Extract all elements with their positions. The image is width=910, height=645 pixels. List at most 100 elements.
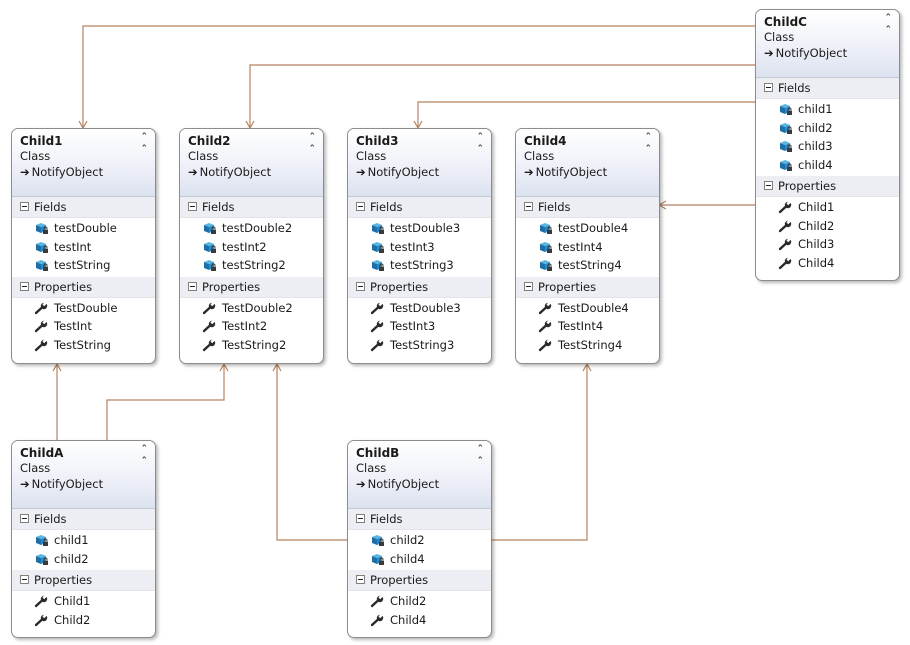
fields-section-header[interactable]: Fields xyxy=(348,509,491,530)
property-item[interactable]: TestDouble2 xyxy=(180,299,323,318)
properties-section-header[interactable]: Properties xyxy=(12,570,155,591)
property-item[interactable]: TestDouble4 xyxy=(516,299,659,318)
property-item[interactable]: Child2 xyxy=(756,217,899,236)
field-icon xyxy=(200,241,218,254)
field-item[interactable]: child1 xyxy=(756,100,899,119)
property-item[interactable]: TestString2 xyxy=(180,336,323,355)
properties-section-header[interactable]: Properties xyxy=(180,276,323,298)
property-wrench-icon xyxy=(32,613,50,627)
field-item[interactable]: testString xyxy=(12,256,155,275)
property-item[interactable]: TestInt xyxy=(12,317,155,336)
property-item[interactable]: Child4 xyxy=(348,611,491,630)
collapse-toggle-icon[interactable] xyxy=(188,202,197,211)
field-item[interactable]: testString2 xyxy=(180,256,323,275)
property-name: TestDouble2 xyxy=(222,300,293,315)
field-icon xyxy=(32,534,50,547)
field-name: testDouble2 xyxy=(222,221,293,235)
base-class: ➔NotifyObject xyxy=(20,164,147,181)
property-item[interactable]: Child2 xyxy=(348,592,491,611)
field-item[interactable]: child1 xyxy=(12,531,155,550)
field-item[interactable]: child2 xyxy=(756,119,899,138)
collapse-toggle-icon[interactable] xyxy=(764,181,773,190)
field-item[interactable]: testInt3 xyxy=(348,238,491,257)
properties-section-header[interactable]: Properties xyxy=(348,570,491,591)
properties-section-header[interactable]: Properties xyxy=(12,276,155,298)
collapse-toggle-icon[interactable] xyxy=(764,83,773,92)
property-item[interactable]: Child1 xyxy=(12,592,155,611)
field-item[interactable]: child2 xyxy=(12,550,155,569)
collapse-toggle-icon[interactable] xyxy=(20,281,29,291)
property-item[interactable]: TestString4 xyxy=(516,336,659,355)
fields-section-header[interactable]: Fields xyxy=(12,197,155,218)
collapse-toggle-icon[interactable] xyxy=(20,575,29,584)
property-item[interactable]: Child4 xyxy=(756,254,899,273)
field-item[interactable]: testDouble4 xyxy=(516,219,659,238)
property-item[interactable]: Child2 xyxy=(12,611,155,630)
fields-section-header[interactable]: Fields xyxy=(348,197,491,218)
field-item[interactable]: child2 xyxy=(348,531,491,550)
collapse-toggle-icon[interactable] xyxy=(20,202,29,211)
property-item[interactable]: TestString3 xyxy=(348,336,491,355)
property-item[interactable]: TestInt3 xyxy=(348,317,491,336)
field-item[interactable]: testDouble3 xyxy=(348,219,491,238)
property-item[interactable]: TestInt4 xyxy=(516,317,659,336)
field-item[interactable]: testString3 xyxy=(348,256,491,275)
class-stereotype: Class xyxy=(20,461,51,475)
properties-section-header[interactable]: Properties xyxy=(756,176,899,197)
collapse-toggle-icon[interactable] xyxy=(524,281,533,291)
collapse-toggle-icon[interactable] xyxy=(20,514,29,523)
collapse-toggle-icon[interactable] xyxy=(356,514,365,523)
collapse-toggle-icon[interactable] xyxy=(524,202,533,211)
fields-section-header[interactable]: Fields xyxy=(516,197,659,218)
field-icon xyxy=(368,222,386,235)
field-item[interactable]: testDouble2 xyxy=(180,219,323,238)
property-item[interactable]: TestDouble xyxy=(12,299,155,318)
collapse-toggle-icon[interactable] xyxy=(356,202,365,211)
collapse-toggle-icon[interactable] xyxy=(356,575,365,584)
property-wrench-icon xyxy=(368,613,386,627)
field-item[interactable]: testInt2 xyxy=(180,238,323,257)
property-wrench-icon xyxy=(776,256,794,270)
fields-section-header[interactable]: Fields xyxy=(180,197,323,218)
field-item[interactable]: child4 xyxy=(756,156,899,175)
fields-section-header[interactable]: Fields xyxy=(756,78,899,99)
fields-section-header[interactable]: Fields xyxy=(12,509,155,530)
properties-section-header[interactable]: Properties xyxy=(348,276,491,298)
field-item[interactable]: child4 xyxy=(348,550,491,569)
property-item[interactable]: TestInt2 xyxy=(180,317,323,336)
field-item[interactable]: testInt4 xyxy=(516,238,659,257)
field-item[interactable]: testDouble xyxy=(12,219,155,238)
collapse-toggle-icon[interactable] xyxy=(188,281,197,291)
property-item[interactable]: TestString xyxy=(12,336,155,355)
field-item[interactable]: testString4 xyxy=(516,256,659,275)
property-item[interactable]: Child3 xyxy=(756,235,899,254)
collapse-toggle-icon[interactable] xyxy=(356,281,365,291)
properties-section-header[interactable]: Properties xyxy=(516,276,659,298)
property-item[interactable]: TestDouble3 xyxy=(348,299,491,318)
property-item[interactable]: Child1 xyxy=(756,198,899,217)
field-item[interactable]: child3 xyxy=(756,137,899,156)
field-item[interactable]: testInt xyxy=(12,238,155,257)
